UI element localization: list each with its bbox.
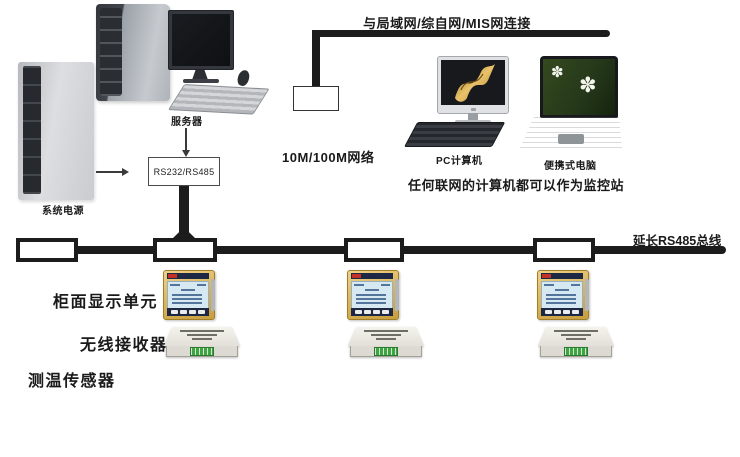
- receiver-top-face: [538, 327, 614, 346]
- temp-sensor-pink: [558, 357, 574, 447]
- panel-display-unit: [163, 270, 215, 320]
- device-column-2: [344, 270, 428, 450]
- server-monitor-screen: [172, 14, 230, 66]
- laptop-label: 便携式电脑: [544, 161, 597, 172]
- temp-sensor-yellow: [349, 357, 365, 447]
- server-monitor-base: [183, 79, 219, 83]
- display-brand-strip: [167, 273, 209, 279]
- brand-logo-icon: [168, 274, 177, 278]
- temp-sensor-yellow: [539, 357, 555, 447]
- wireless-receiver-device: [348, 327, 424, 357]
- server-front-panel: [100, 8, 122, 96]
- terminal-block: [374, 347, 398, 356]
- terminal-block: [190, 347, 214, 356]
- monitoring-note-label: 任何联网的计算机都可以作为监控站: [408, 178, 625, 193]
- display-side-connector: [585, 279, 589, 311]
- line-flare-joint: [172, 232, 196, 239]
- tower-front-panel: [23, 66, 41, 194]
- lan-line-horizontal: [312, 30, 610, 37]
- bus-extend-label: 延长RS485总线: [633, 234, 722, 248]
- receiver-front-face: [350, 346, 422, 357]
- pc-keyboard: [404, 122, 506, 147]
- converter-label: RS232/RS485: [153, 166, 215, 177]
- system-power-tower: [18, 62, 94, 200]
- server-tower: [96, 4, 170, 101]
- display-lcd-screen: [351, 281, 393, 309]
- panel-display-unit: [347, 270, 399, 320]
- pc-monitor-screen: [441, 60, 505, 105]
- temp-sensor-yellow: [165, 357, 181, 447]
- converter-to-bus-line: [179, 186, 189, 233]
- pc-monitor-stand: [468, 113, 478, 121]
- display-lcd-screen: [167, 281, 209, 309]
- laptop-screen: ✽ ✽: [540, 56, 618, 118]
- display-unit-row-label: 柜面显示单元: [53, 294, 159, 311]
- power-to-converter-arrow: [96, 167, 129, 176]
- display-side-connector: [395, 279, 399, 311]
- device-column-1: [160, 270, 244, 450]
- wireless-receiver-device: [538, 327, 614, 357]
- temp-sensor-cyan: [578, 357, 594, 447]
- receiver-front-face: [540, 346, 612, 357]
- converter-box: RS232/RS485: [148, 157, 220, 186]
- bus-node-box-2: [153, 238, 217, 262]
- display-side-connector: [211, 279, 215, 311]
- flower-icon: ✽: [551, 64, 564, 81]
- temp-sensor-cyan: [204, 357, 220, 447]
- server-to-converter-arrow: [181, 128, 190, 157]
- display-buttons: [167, 308, 209, 316]
- terminal-block: [564, 347, 588, 356]
- sensor-row-label: 测温传感器: [28, 373, 116, 390]
- lan-connection-label: 与局域网/综自网/MIS网连接: [363, 16, 531, 31]
- display-brand-strip: [541, 273, 583, 279]
- lan-line-vertical: [312, 30, 320, 89]
- laptop-touchpad: [558, 134, 584, 144]
- network-hub-box: [293, 86, 339, 111]
- sensor-group: [344, 357, 428, 449]
- receiver-row-label: 无线接收器: [80, 337, 168, 354]
- receiver-front-face: [166, 346, 238, 357]
- display-buttons: [541, 308, 583, 316]
- server-mouse: [235, 68, 252, 88]
- display-lcd-screen: [541, 281, 583, 309]
- laptop-screen-wallpaper: ✽ ✽: [543, 59, 615, 115]
- pc-label: PC计算机: [436, 156, 483, 167]
- receiver-top-face: [164, 327, 240, 346]
- bus-node-box-3: [344, 238, 404, 262]
- brand-logo-icon: [352, 274, 361, 278]
- temp-sensor-cyan: [388, 357, 404, 447]
- panel-display-unit: [537, 270, 589, 320]
- windows-flag-gold-icon: [455, 64, 495, 102]
- temp-sensor-pink: [184, 357, 200, 447]
- temp-sensor-pink: [368, 357, 384, 447]
- bus-node-box-4: [533, 238, 595, 262]
- pc-monitor: [437, 56, 509, 114]
- network-speed-label: 10M/100M网络: [282, 150, 375, 165]
- flower-icon: ✽: [579, 74, 597, 97]
- server-label: 服务器: [171, 117, 203, 128]
- wireless-receiver-device: [164, 327, 240, 357]
- display-buttons: [351, 308, 393, 316]
- bus-node-box-1: [16, 238, 78, 262]
- display-brand-strip: [351, 273, 393, 279]
- brand-logo-icon: [542, 274, 551, 278]
- system-power-label: 系统电源: [42, 206, 84, 217]
- device-column-3: [534, 270, 618, 450]
- server-keyboard: [168, 84, 270, 115]
- sensor-group: [160, 357, 244, 449]
- server-monitor: [168, 10, 234, 70]
- receiver-top-face: [348, 327, 424, 346]
- laptop-computer: ✽ ✽: [520, 56, 622, 149]
- server-monitor-stand: [192, 70, 208, 80]
- pc-monitor-brand-dot: [471, 108, 476, 111]
- sensor-group: [534, 357, 618, 449]
